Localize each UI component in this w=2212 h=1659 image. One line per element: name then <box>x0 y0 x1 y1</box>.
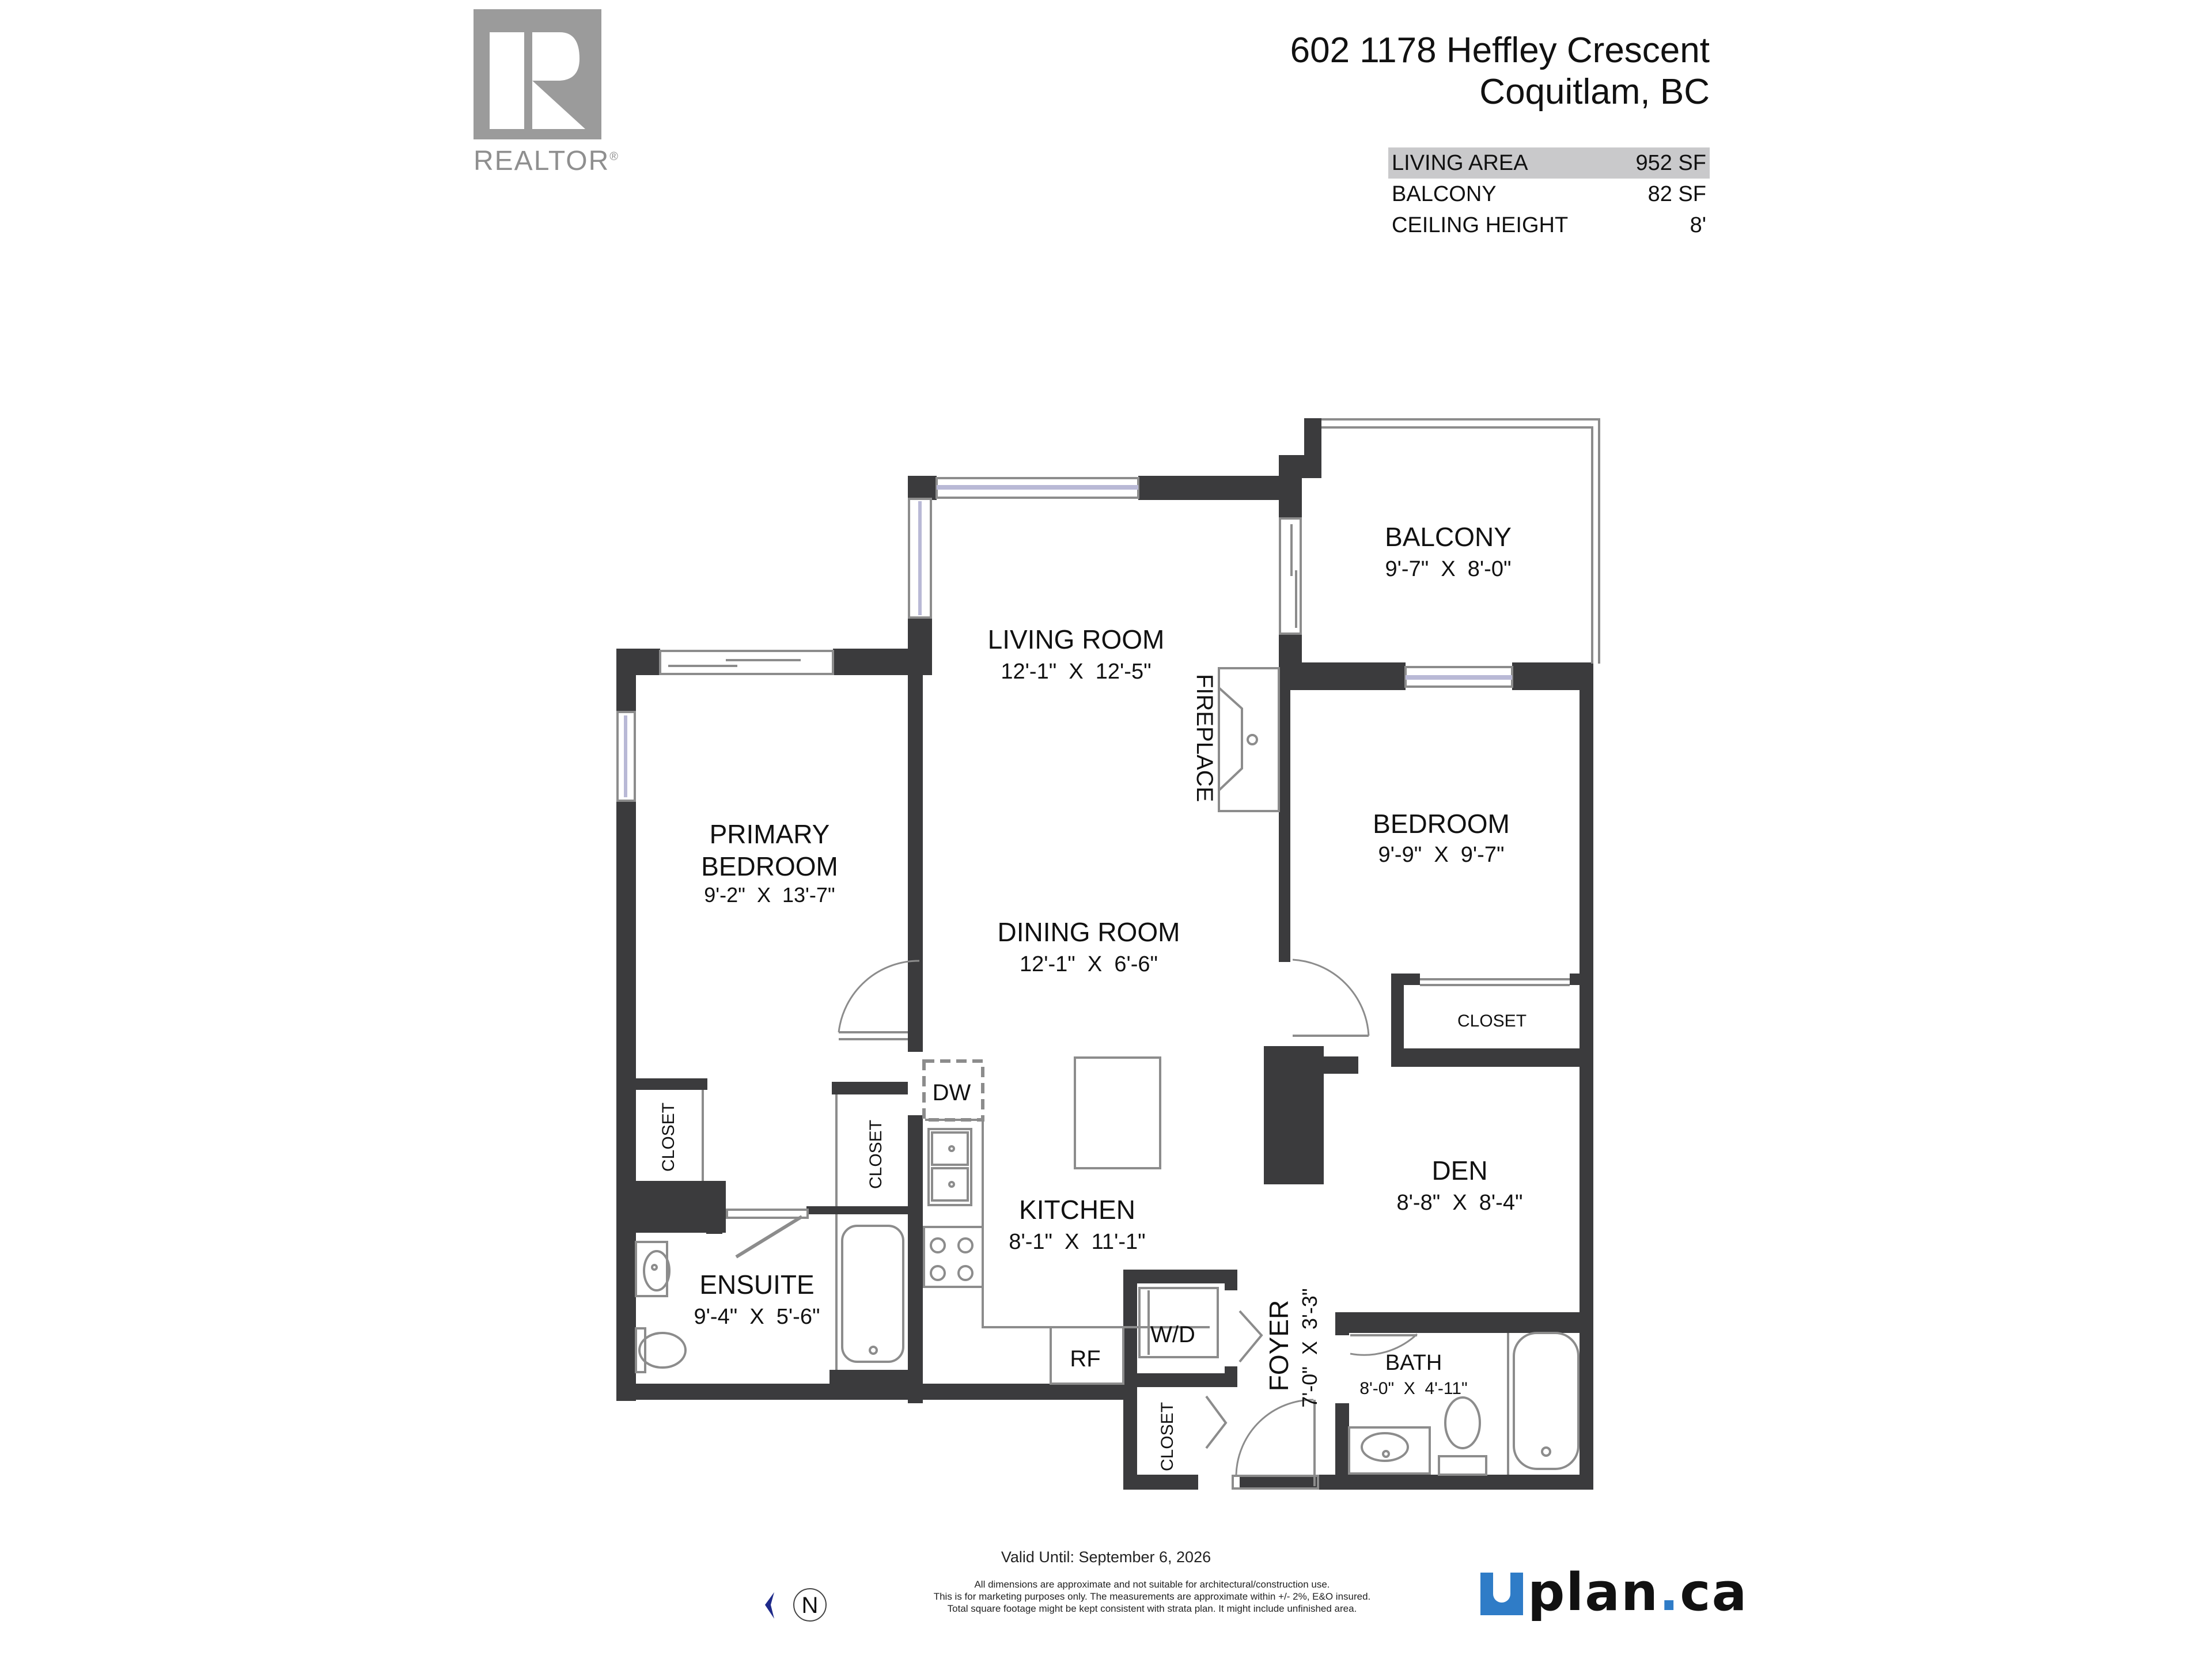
area-row-ceiling: CEILING HEIGHT 8' <box>1388 210 1710 241</box>
foyer-dims: 7'-0" X 3'-3" <box>1298 1288 1321 1407</box>
realtor-wordmark: REALTOR® <box>474 146 620 176</box>
kitchen-dims: 8'-1" X 11'-1" <box>1009 1230 1145 1254</box>
kitchen-label: KITCHEN <box>1019 1195 1135 1225</box>
ensuite-dims: 9'-4" X 5'-6" <box>694 1305 820 1329</box>
ensuite-label: ENSUITE <box>699 1270 814 1300</box>
fridge-label: RF <box>1070 1346 1100 1372</box>
walls <box>616 418 1593 1490</box>
area-value: 82 SF <box>1647 182 1706 206</box>
north-compass: N <box>760 1585 841 1626</box>
area-value: 8' <box>1690 213 1706 237</box>
disclaimer-line-3: Total square footage might be kept consi… <box>947 1603 1357 1614</box>
area-label: BALCONY <box>1392 182 1497 206</box>
disclaimer-line-2: This is for marketing purposes only. The… <box>933 1591 1371 1602</box>
dishwasher-label: DW <box>933 1080 971 1105</box>
area-summary-table: LIVING AREA 952 SF BALCONY 82 SF CEILING… <box>1388 147 1710 241</box>
area-label: LIVING AREA <box>1392 151 1528 175</box>
den-dims: 8'-8" X 8'-4" <box>1397 1191 1523 1215</box>
bath-label: BATH <box>1385 1351 1442 1375</box>
valid-until: Valid Until: September 6, 2026 <box>1001 1548 1211 1566</box>
compass-arrow-icon <box>765 1592 774 1619</box>
living-room-dims: 12'-1" X 12'-5" <box>1001 660 1151 684</box>
uplan-u-icon <box>1480 1570 1523 1615</box>
room-labels: BALCONY 9'-7" X 8'-0" LIVING ROOM 12'-1"… <box>659 522 1527 1471</box>
area-value: 952 SF <box>1635 151 1706 175</box>
primary-bedroom-label-1: PRIMARY <box>710 819 830 849</box>
foyer-label: FOYER <box>1264 1300 1294 1391</box>
disclaimer: All dimensions are approximate and not s… <box>806 1578 1498 1615</box>
foyer-closet-label: CLOSET <box>1158 1402 1177 1471</box>
balcony-dims: 9'-7" X 8'-0" <box>1385 557 1512 581</box>
area-row-living: LIVING AREA 952 SF <box>1388 147 1710 179</box>
area-row-balcony: BALCONY 82 SF <box>1388 179 1710 210</box>
uplan-logo: plan.ca <box>1480 1562 1747 1628</box>
living-room-label: LIVING ROOM <box>988 624 1165 654</box>
bath-dims: 8'-0" X 4'-11" <box>1359 1379 1467 1398</box>
realtor-logo: REALTOR® <box>474 9 618 176</box>
washer-dryer-label: W/D <box>1150 1322 1195 1347</box>
uplan-wordmark: plan.ca <box>1528 1562 1748 1623</box>
balcony-label: BALCONY <box>1385 522 1512 552</box>
property-address: 602 1178 Heffley Crescent Coquitlam, BC <box>1290 30 1710 113</box>
disclaimer-line-1: All dimensions are approximate and not s… <box>974 1579 1330 1590</box>
address-line-2: Coquitlam, BC <box>1479 72 1710 112</box>
area-label: CEILING HEIGHT <box>1392 213 1569 237</box>
dining-room-label: DINING ROOM <box>998 917 1180 947</box>
bedroom-closet-label: CLOSET <box>1457 1012 1527 1031</box>
bedroom-dims: 9'-9" X 9'-7" <box>1378 843 1505 867</box>
fireplace-label: FIREPLACE <box>1192 674 1217 802</box>
fixtures <box>616 418 1600 1490</box>
realtor-r-icon <box>474 9 601 139</box>
primary-bedroom-label-2: BEDROOM <box>701 851 838 881</box>
compass-label: N <box>802 1593 819 1618</box>
address-line-1: 602 1178 Heffley Crescent <box>1290 31 1710 70</box>
primary-closet-right-label: CLOSET <box>866 1120 885 1189</box>
den-label: DEN <box>1431 1156 1487 1185</box>
dining-room-dims: 12'-1" X 6'-6" <box>1020 952 1158 976</box>
primary-closet-left-label: CLOSET <box>659 1103 678 1172</box>
bedroom-label: BEDROOM <box>1373 809 1510 839</box>
primary-bedroom-dims: 9'-2" X 13'-7" <box>704 883 835 907</box>
compass-circle-icon <box>793 1588 827 1622</box>
